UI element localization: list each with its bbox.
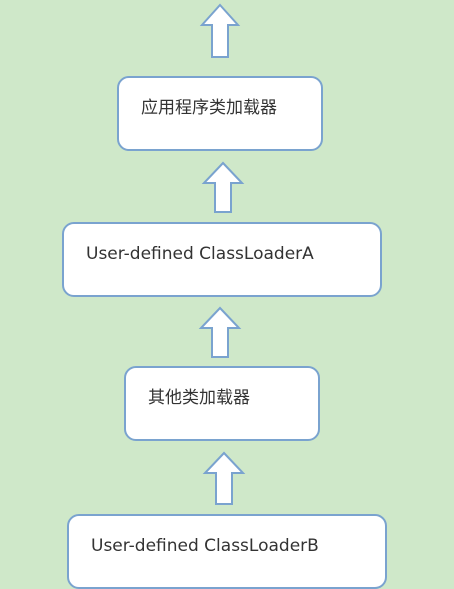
node-application-classloader: 应用程序类加载器 <box>117 76 323 151</box>
arrow-up-top <box>199 3 241 58</box>
arrow-layer <box>198 3 246 505</box>
node-other-classloader: 其他类加载器 <box>124 366 320 441</box>
classloader-hierarchy-diagram: 应用程序类加载器 User-defined ClassLoaderA 其他类加载… <box>62 3 387 589</box>
node-label: 其他类加载器 <box>148 388 250 408</box>
node-label: User-defined ClassLoaderB <box>91 536 319 556</box>
node-user-defined-classloader-a: User-defined ClassLoaderA <box>62 222 382 297</box>
arrow-up-1 <box>201 161 245 213</box>
arrow-up-3 <box>202 451 246 505</box>
node-label: User-defined ClassLoaderA <box>86 244 314 264</box>
node-label: 应用程序类加载器 <box>141 98 277 118</box>
arrow-up-2 <box>198 306 242 358</box>
node-user-defined-classloader-b: User-defined ClassLoaderB <box>67 514 387 589</box>
